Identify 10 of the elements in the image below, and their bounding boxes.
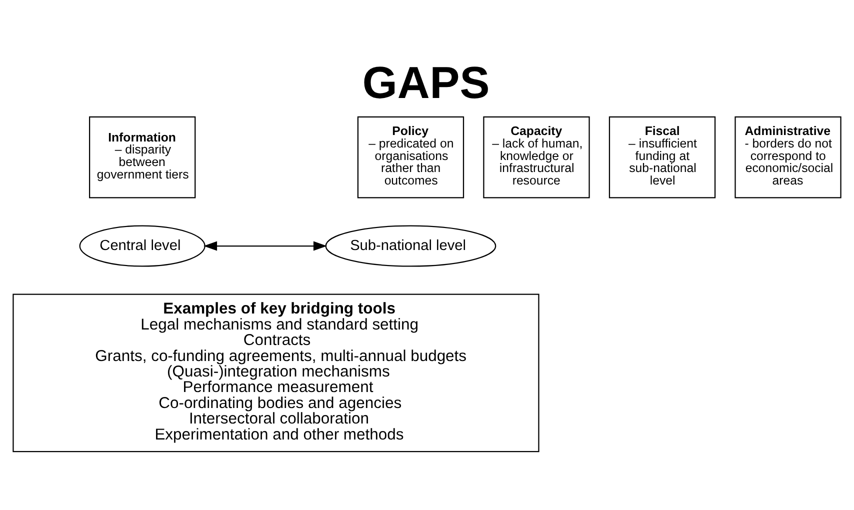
node-box: Information – disparity between government tiers xyxy=(89,116,196,198)
node-box: Capacity – lack of human, knowledge or infrastructural resource xyxy=(483,116,590,198)
node-ellipse: Sub-national level xyxy=(325,225,496,267)
node-ellipse: Central level xyxy=(79,225,206,267)
diagram-title: GAPS xyxy=(362,56,490,108)
node-box: Policy – predicated on organisations rather than outcomes xyxy=(357,116,464,198)
arrow xyxy=(204,241,327,251)
node-box: Fiscal – insufficient funding at sub-national level xyxy=(608,116,716,198)
node-box: Administrative - borders do not correspond to economic/social areas xyxy=(734,116,842,198)
node-box: Examples of key bridging tools Legal mechanisms and standard setting Contracts Grants, co-funding agreements, multi-annual budgets (Quasi-)integration mechanisms Performance measurement Co-ordinating bodies and agencies Intersectoral collaboration Experimentation and other methods xyxy=(12,294,540,452)
